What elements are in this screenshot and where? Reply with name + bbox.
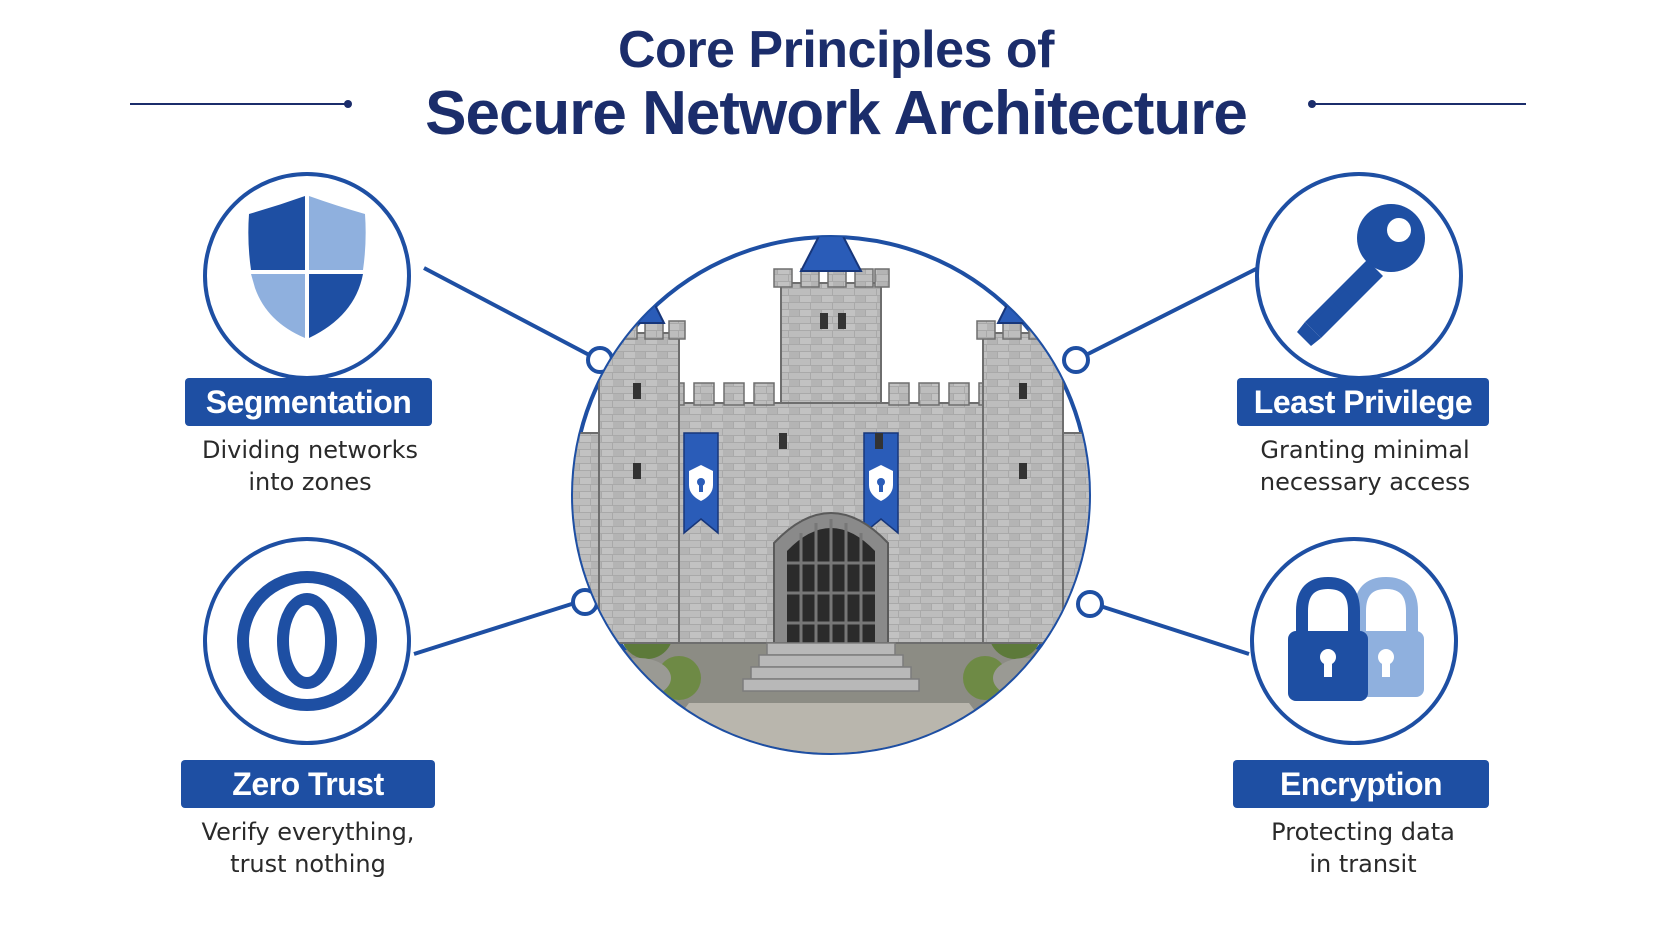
- title-rule-right: [1312, 103, 1526, 105]
- encryption-desc-line-1: Protecting data: [1271, 818, 1455, 846]
- least-privilege-label: Least Privilege: [1237, 378, 1489, 426]
- encryption-desc-line-2: in transit: [1309, 850, 1417, 878]
- key-icon: [1297, 204, 1425, 346]
- title-rule-left-dot: [344, 100, 352, 108]
- segmentation-desc-line-1: Dividing networks: [202, 436, 418, 464]
- zero-trust-label: Zero Trust: [181, 760, 435, 808]
- title-line-2: Secure Network Architecture: [425, 79, 1248, 148]
- zero-icon: [237, 571, 377, 711]
- connector-node-top-right: [1062, 346, 1090, 374]
- encryption-label: Encryption: [1233, 760, 1489, 808]
- padlocks-icon: [1288, 576, 1424, 701]
- zero-trust-description: Verify everything, trust nothing: [158, 816, 458, 880]
- castle-illustration: [569, 233, 1093, 757]
- zero-trust-desc-line-1: Verify everything,: [201, 818, 415, 846]
- title-line-1: Core Principles of: [618, 21, 1055, 79]
- segmentation-icon-circle: [203, 172, 411, 380]
- least-privilege-description: Granting minimal necessary access: [1215, 434, 1515, 498]
- zero-trust-icon-circle: [203, 537, 411, 745]
- connector-node-bottom-right: [1076, 590, 1104, 618]
- encryption-icon-circle: [1250, 537, 1458, 745]
- encryption-description: Protecting data in transit: [1213, 816, 1513, 880]
- least-privilege-desc-line-1: Granting minimal: [1260, 436, 1470, 464]
- zero-trust-desc-line-2: trust nothing: [230, 850, 386, 878]
- shield-icon: [248, 196, 366, 338]
- least-privilege-desc-line-2: necessary access: [1259, 468, 1471, 496]
- segmentation-description: Dividing networks into zones: [160, 434, 460, 498]
- least-privilege-icon-circle: [1255, 172, 1463, 380]
- segmentation-label: Segmentation: [185, 378, 432, 426]
- segmentation-desc-line-2: into zones: [248, 468, 372, 496]
- title-rule-left: [130, 103, 350, 105]
